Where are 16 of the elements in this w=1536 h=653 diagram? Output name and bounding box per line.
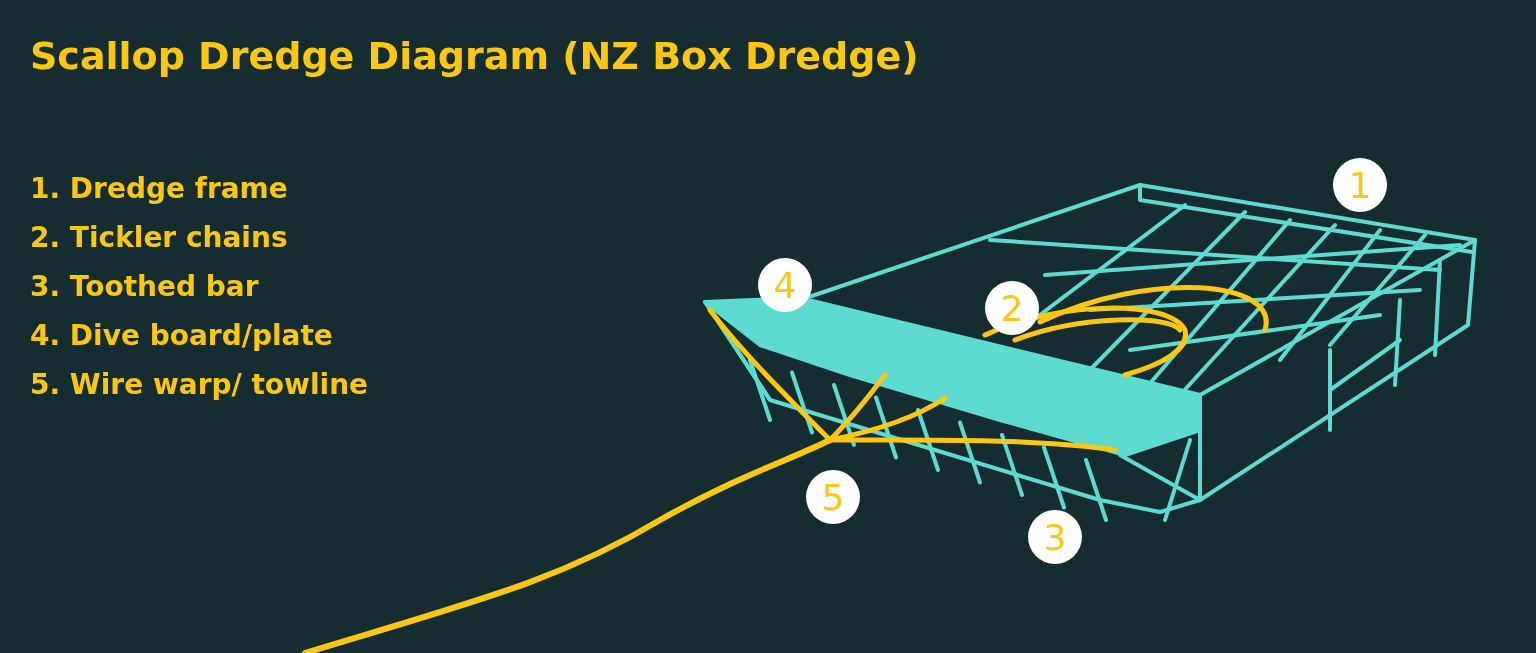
callout-circle xyxy=(985,281,1039,335)
callout-circle xyxy=(1333,158,1387,212)
callout-number: 5 xyxy=(821,476,845,518)
legend-item: 3. Toothed bar xyxy=(30,270,259,303)
legend-item: 5. Wire warp/ towline xyxy=(30,368,369,401)
legend-item: 4. Dive board/plate xyxy=(30,319,333,352)
callout-number: 3 xyxy=(1043,516,1067,558)
callout-circle xyxy=(806,470,860,524)
legend-item: 1. Dredge frame xyxy=(30,172,288,205)
title: Scallop Dredge Diagram (NZ Box Dredge) xyxy=(30,34,919,78)
callout-number: 1 xyxy=(1348,164,1372,206)
callout-number: 2 xyxy=(1000,287,1024,329)
callout-circle xyxy=(1028,510,1082,564)
legend-item: 2. Tickler chains xyxy=(30,221,288,254)
callout-number: 4 xyxy=(773,264,797,306)
callout-circle xyxy=(758,258,812,312)
